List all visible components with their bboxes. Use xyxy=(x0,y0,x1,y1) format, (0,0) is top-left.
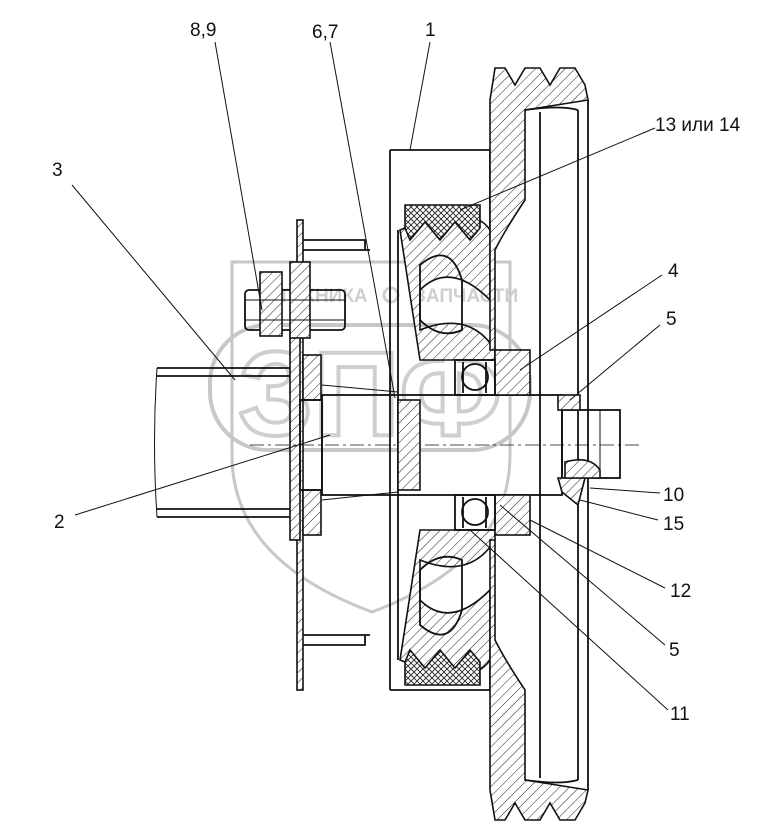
label-5-upper: 5 xyxy=(666,309,677,330)
rubber-elements xyxy=(404,204,481,686)
tube-part xyxy=(154,367,300,518)
label-11: 11 xyxy=(670,704,690,725)
label-4: 4 xyxy=(668,261,679,282)
leader-lines xyxy=(71,41,669,711)
label-3: 3 xyxy=(52,160,63,181)
seals xyxy=(556,394,601,507)
label-15: 15 xyxy=(663,514,684,535)
shaft-part xyxy=(250,384,640,501)
label-13-14: 13 или 14 xyxy=(655,115,741,136)
label-1: 1 xyxy=(425,20,436,41)
label-12: 12 xyxy=(670,581,691,602)
label-6-7: 6,7 xyxy=(312,22,338,43)
pulley xyxy=(489,67,589,821)
hub-housing xyxy=(389,149,496,691)
bolt-part xyxy=(244,261,346,339)
bearings xyxy=(454,359,496,531)
label-10: 10 xyxy=(663,485,684,506)
label-8-9: 8,9 xyxy=(190,20,216,41)
gear-icon xyxy=(382,286,400,304)
label-5-lower: 5 xyxy=(669,640,680,661)
label-2: 2 xyxy=(54,512,65,533)
watermark-brand-line2: ЗАПЧАСТИ xyxy=(414,286,518,307)
watermark: ТЕХНИКА ЗАПЧАСТИ ЗПФ xyxy=(208,260,532,614)
